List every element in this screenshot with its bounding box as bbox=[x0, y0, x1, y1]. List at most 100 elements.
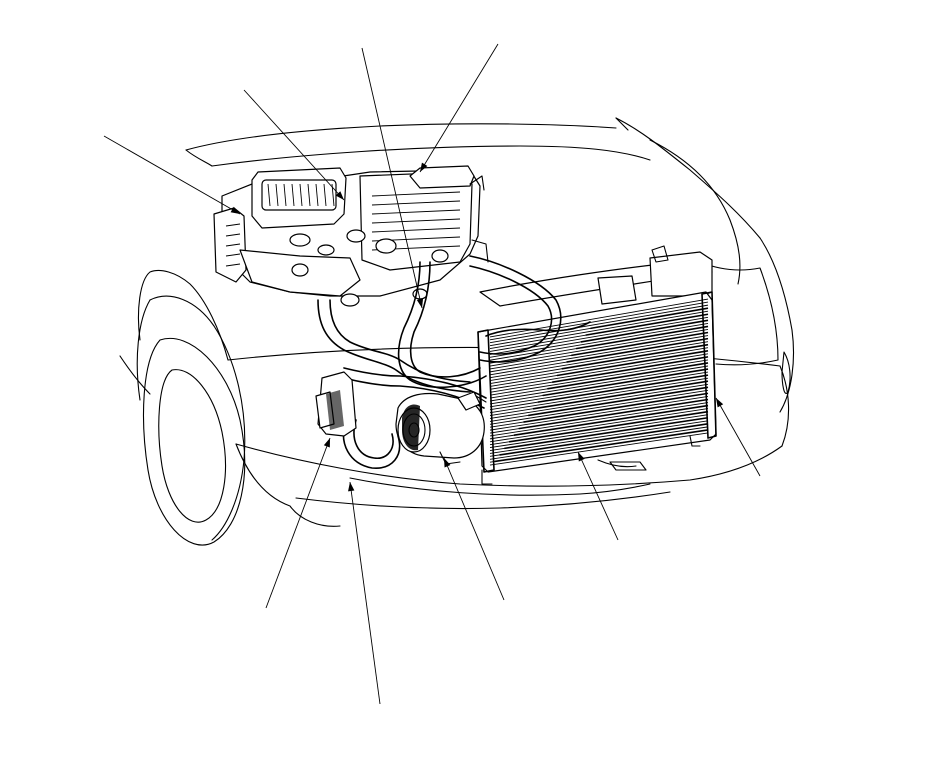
wheel-arch-outer bbox=[149, 295, 246, 541]
callout-leaders bbox=[103, 43, 761, 705]
liquid-line-outer bbox=[317, 299, 471, 393]
a-pillar bbox=[615, 117, 629, 131]
receiver-line bbox=[343, 367, 487, 399]
condenser-fins bbox=[489, 298, 709, 466]
leader-hvac-intake-line bbox=[419, 43, 499, 173]
condenser-fin-shade bbox=[580, 319, 709, 343]
clutch-shadow bbox=[402, 404, 420, 451]
leader-compressor-line bbox=[443, 457, 505, 601]
hvac-fitting bbox=[340, 293, 360, 307]
fender-left bbox=[137, 269, 229, 361]
condenser-fin bbox=[489, 304, 709, 344]
blower-grille-slat bbox=[299, 183, 303, 207]
leader-hvac-intake bbox=[419, 43, 499, 173]
condenser-fin-shade bbox=[494, 429, 709, 463]
condenser-fin-shade bbox=[585, 313, 709, 336]
condenser-fin-shade bbox=[575, 325, 709, 350]
condenser-fin-shade bbox=[547, 362, 709, 390]
condenser-inlet-pipe bbox=[485, 321, 591, 337]
condenser-fin bbox=[489, 365, 709, 402]
condenser-fin-shade bbox=[518, 398, 709, 430]
condenser-fin bbox=[489, 322, 709, 361]
hvac-fitting bbox=[346, 229, 366, 243]
lower-grille-opening bbox=[349, 477, 651, 496]
leader-evaporator bbox=[361, 47, 424, 309]
condenser-fin bbox=[489, 341, 709, 379]
compressor-shading bbox=[326, 390, 420, 451]
leader-discharge-line-arrowhead bbox=[348, 482, 355, 492]
condenser-fin bbox=[489, 402, 709, 437]
leader-hvac-intake-arrowhead bbox=[420, 162, 428, 172]
fender-left-lip bbox=[119, 355, 151, 395]
condenser-bottom-mount bbox=[481, 435, 701, 485]
condenser-fin-shade bbox=[523, 392, 709, 423]
leader-heater-unit-left-arrowhead bbox=[230, 206, 240, 214]
leader-blower-unit bbox=[243, 89, 345, 201]
leader-compressor-arrowhead bbox=[444, 458, 451, 468]
headlight-right-inner bbox=[781, 351, 791, 394]
blower-grille-slat bbox=[267, 183, 271, 207]
leader-discharge-line-line bbox=[349, 481, 381, 705]
hvac-details bbox=[225, 183, 461, 307]
condenser-fin bbox=[489, 408, 709, 443]
condenser-fin bbox=[489, 347, 709, 384]
leader-heater-unit-left-line bbox=[103, 135, 241, 215]
condenser-fin bbox=[489, 329, 709, 367]
evaporator-rib bbox=[371, 200, 461, 206]
leader-compressor bbox=[443, 457, 505, 601]
leader-receiver-dryer-line bbox=[265, 437, 331, 609]
leader-condenser-line bbox=[577, 451, 619, 541]
condenser-fin bbox=[489, 420, 709, 454]
hvac-fitting bbox=[291, 263, 309, 277]
hood-top bbox=[211, 145, 651, 167]
condenser-fin bbox=[489, 298, 709, 338]
heater-panel-rib bbox=[225, 233, 241, 237]
condenser-fin-shade bbox=[571, 331, 709, 357]
receiver-shadow bbox=[326, 390, 344, 430]
evaporator-rib bbox=[371, 191, 461, 197]
fender-right bbox=[759, 237, 794, 413]
evaporator-rib bbox=[371, 227, 461, 233]
suction-hose-outer bbox=[469, 265, 553, 355]
tie-bar-bracket bbox=[651, 245, 669, 263]
hvac-fitting bbox=[375, 238, 397, 254]
blower-grille-slat bbox=[291, 183, 295, 207]
evaporator-rib bbox=[371, 209, 461, 215]
leader-evaporator-line bbox=[361, 47, 423, 309]
leader-blower-unit-arrowhead bbox=[335, 191, 344, 200]
condenser-fin bbox=[489, 389, 709, 425]
condenser-fin-shade bbox=[532, 380, 709, 410]
leader-condenser-bracket bbox=[715, 397, 761, 477]
tire-inner bbox=[158, 369, 227, 523]
hood-latch-block bbox=[597, 275, 637, 305]
blower-grille-slat bbox=[315, 183, 319, 207]
leader-heater-unit-left bbox=[103, 135, 241, 215]
condenser-fin bbox=[489, 335, 709, 373]
headlight-right bbox=[699, 261, 779, 366]
compressor-fitting bbox=[457, 391, 481, 411]
liquid-line bbox=[329, 299, 471, 383]
heater-panel-rib bbox=[225, 253, 241, 257]
condenser-fin-shade bbox=[537, 374, 709, 403]
leader-receiver-dryer bbox=[265, 437, 331, 609]
tire-tread-edge bbox=[136, 299, 151, 401]
ac-lines bbox=[317, 255, 591, 469]
leader-evaporator-arrowhead bbox=[416, 298, 424, 308]
leader-condenser-bracket-line bbox=[715, 397, 761, 477]
leader-discharge-line bbox=[348, 481, 381, 705]
condenser-fin-shade bbox=[566, 337, 709, 363]
condenser-fin bbox=[489, 383, 709, 419]
condenser-fin-shade bbox=[504, 416, 709, 450]
leader-blower-unit-line bbox=[243, 89, 345, 201]
bumper-front bbox=[235, 443, 783, 487]
blower-grille-slat bbox=[307, 183, 311, 207]
hood-front-right bbox=[649, 139, 741, 285]
condenser-fin bbox=[489, 432, 709, 466]
condenser-fin bbox=[489, 310, 709, 350]
condenser-fin-shade bbox=[499, 423, 709, 456]
condenser-fin-shade bbox=[590, 307, 709, 330]
tow-hook-cover bbox=[609, 461, 647, 471]
condenser-fin-shade bbox=[513, 404, 709, 437]
condenser-fin bbox=[489, 353, 709, 390]
